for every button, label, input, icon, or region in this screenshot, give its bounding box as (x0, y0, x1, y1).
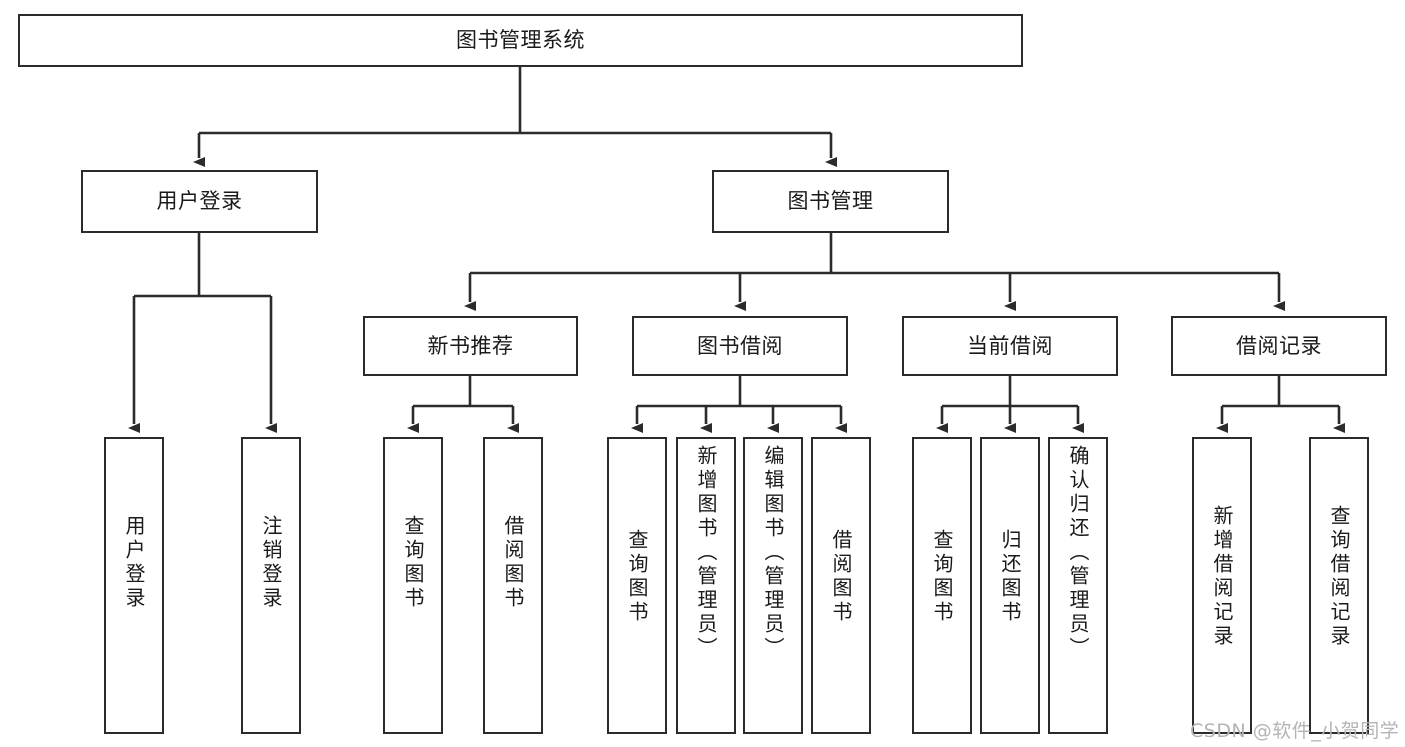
node-label: 用户登录 (156, 189, 243, 214)
node-root-book-management-system[interactable]: 图书管理系统 (18, 14, 1023, 67)
node-label: 查询图书 (625, 529, 649, 625)
leaf-query-book-borrow[interactable]: 查询图书 (607, 437, 667, 734)
node-borrow-record[interactable]: 借阅记录 (1171, 316, 1387, 376)
node-label: 图书管理系统 (456, 28, 585, 53)
leaf-user-login[interactable]: 用户登录 (104, 437, 164, 734)
node-label: 用户登录 (122, 515, 146, 611)
leaf-borrow-book[interactable]: 借阅图书 (811, 437, 871, 734)
node-label: 新增图书（管理员） (694, 445, 718, 661)
leaf-query-book-recommend[interactable]: 查询图书 (383, 437, 443, 734)
node-new-book-recommend[interactable]: 新书推荐 (363, 316, 578, 376)
node-label: 查询图书 (401, 515, 425, 611)
leaf-edit-book-admin[interactable]: 编辑图书（管理员） (743, 437, 803, 734)
node-label: 新书推荐 (427, 333, 514, 358)
leaf-query-borrow-record[interactable]: 查询借阅记录 (1309, 437, 1369, 734)
node-label: 新增借阅记录 (1210, 505, 1234, 649)
node-label: 借阅图书 (501, 515, 525, 611)
node-label: 归还图书 (998, 529, 1022, 625)
leaf-borrow-book-recommend[interactable]: 借阅图书 (483, 437, 543, 734)
node-label: 查询借阅记录 (1327, 505, 1351, 649)
node-label: 注销登录 (259, 515, 283, 611)
leaf-add-book-admin[interactable]: 新增图书（管理员） (676, 437, 736, 734)
leaf-confirm-return-admin[interactable]: 确认归还（管理员） (1048, 437, 1108, 734)
node-label: 借阅记录 (1236, 333, 1322, 358)
node-label: 查询图书 (930, 529, 954, 625)
leaf-add-borrow-record[interactable]: 新增借阅记录 (1192, 437, 1252, 734)
node-current-borrow[interactable]: 当前借阅 (902, 316, 1118, 376)
node-label: 当前借阅 (967, 333, 1053, 358)
node-label: 图书管理 (787, 189, 874, 214)
node-label: 借阅图书 (829, 529, 853, 625)
node-book-borrow[interactable]: 图书借阅 (632, 316, 848, 376)
node-book-management[interactable]: 图书管理 (712, 170, 949, 233)
leaf-return-book[interactable]: 归还图书 (980, 437, 1040, 734)
node-label: 图书借阅 (697, 333, 783, 358)
leaf-query-book-current[interactable]: 查询图书 (912, 437, 972, 734)
node-label: 编辑图书（管理员） (761, 445, 785, 661)
node-user-login[interactable]: 用户登录 (81, 170, 318, 233)
csdn-watermark: CSDN @软件_小贺同学 (1190, 720, 1400, 742)
leaf-user-logout[interactable]: 注销登录 (241, 437, 301, 734)
node-label: 确认归还（管理员） (1066, 445, 1090, 661)
